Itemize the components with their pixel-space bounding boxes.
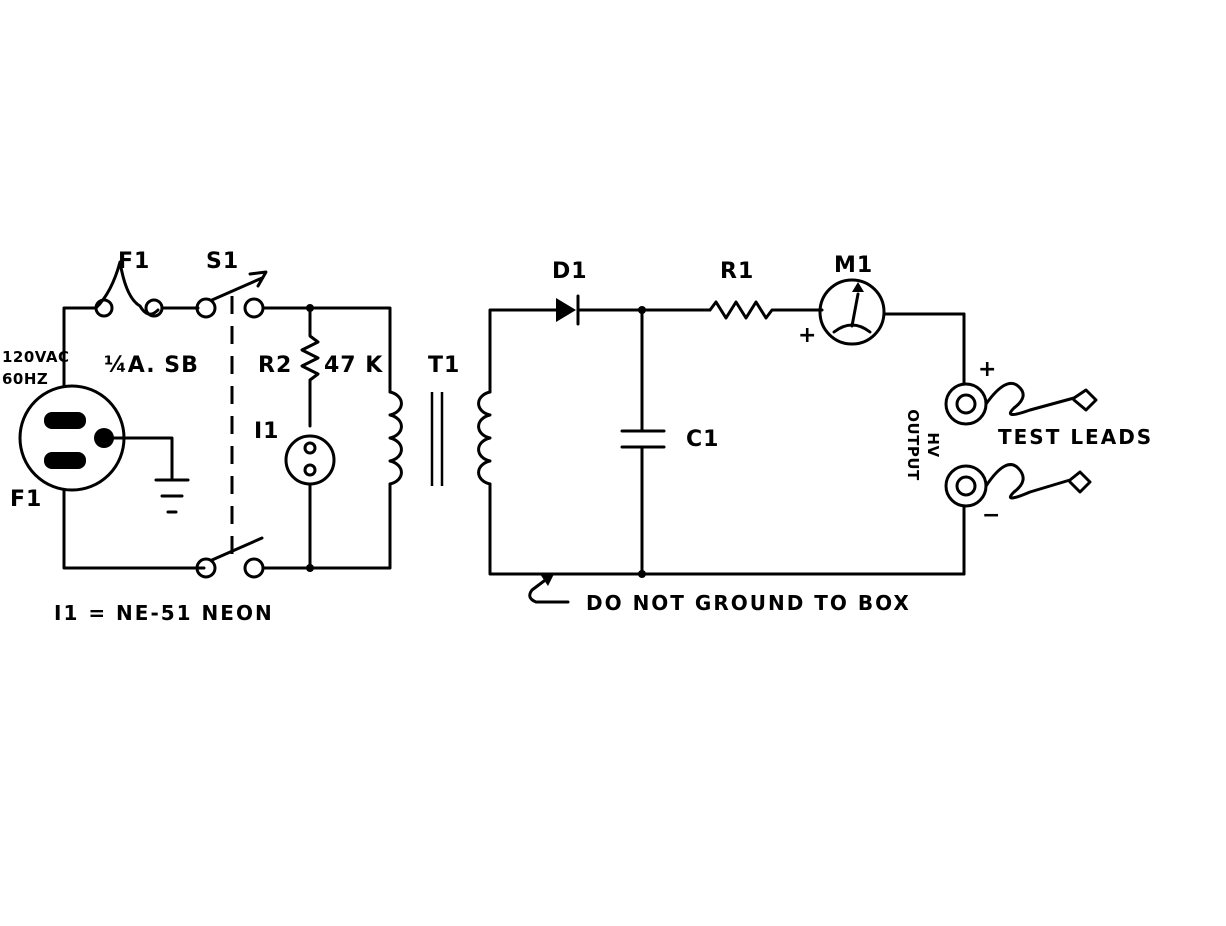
diode-d1 xyxy=(556,294,712,326)
resistor-r1 xyxy=(708,300,824,320)
label-test-leads: TEST LEADS xyxy=(998,425,1153,449)
switch-s1-bottom xyxy=(195,536,265,579)
label-r2-value: 47 K xyxy=(324,353,383,378)
label-capacitor-c1: C1 xyxy=(686,427,719,452)
label-switch-s1: S1 xyxy=(206,249,239,274)
resistor-r2 xyxy=(300,306,320,428)
label-diode-d1: D1 xyxy=(552,259,588,284)
label-meter-m1: M1 xyxy=(834,253,873,278)
wire-plug-top xyxy=(62,306,98,388)
output-jack-minus xyxy=(944,464,988,508)
label-mains-voltage: 120VAC xyxy=(2,348,70,366)
meter-m1 xyxy=(818,278,966,346)
label-output-plus: + xyxy=(978,357,997,382)
label-output-minus: − xyxy=(982,503,1001,528)
label-mains-freq: 60HZ xyxy=(2,370,48,388)
label-plug-f1: F1 xyxy=(10,487,42,512)
wire-s1-out-bottom xyxy=(261,482,392,570)
label-transformer-t1: T1 xyxy=(428,353,460,378)
transformer-t1 xyxy=(388,390,492,486)
label-neon-i1: I1 xyxy=(254,419,280,444)
label-r2: R2 xyxy=(258,353,292,378)
label-hv: HV xyxy=(924,432,942,457)
wire-sec-bottom xyxy=(488,482,966,576)
neon-lamp-i1 xyxy=(284,434,336,570)
test-lead-minus xyxy=(984,463,1092,500)
label-fuse-f1: F1 xyxy=(118,249,150,274)
wire-sec-top xyxy=(488,308,558,394)
wire-s1-out-top xyxy=(261,306,392,394)
ground-note-arrow xyxy=(528,574,570,604)
label-resistor-r1: R1 xyxy=(720,259,754,284)
capacitor-c1 xyxy=(620,308,666,576)
mains-plug xyxy=(18,384,126,492)
switch-s1-top xyxy=(195,270,268,319)
note-neon-type: I1 = NE-51 NEON xyxy=(54,601,274,625)
label-hv-output: HV OUTPUT xyxy=(904,409,942,481)
note-do-not-ground: DO NOT GROUND TO BOX xyxy=(586,591,911,615)
label-output: OUTPUT xyxy=(904,409,922,481)
label-meter-plus: + xyxy=(798,323,817,348)
ground-symbol xyxy=(112,436,190,514)
wire-plug-bottom xyxy=(62,488,206,570)
label-fuse-rating: ¼A. SB xyxy=(104,353,199,378)
test-lead-plus xyxy=(984,381,1098,416)
fuse-f1 xyxy=(94,260,200,318)
output-jack-plus xyxy=(944,382,988,426)
